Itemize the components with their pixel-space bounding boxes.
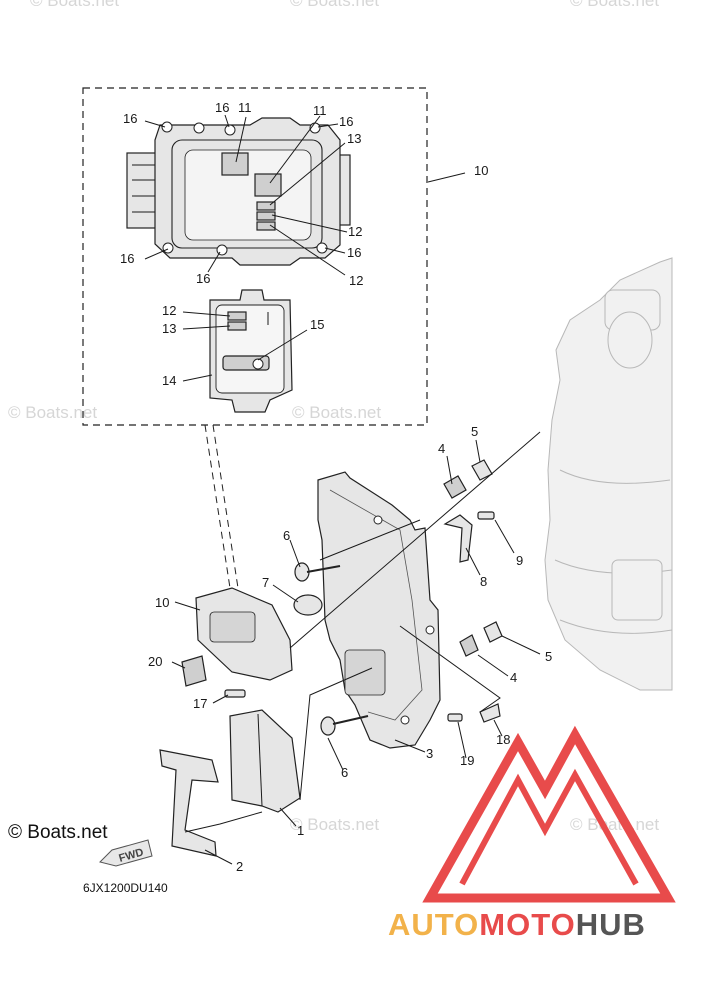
callout-11b: 11 — [313, 103, 327, 118]
callout-13a: 13 — [347, 131, 361, 146]
callout-16e: 16 — [120, 251, 134, 266]
callout-16a: 16 — [123, 111, 137, 126]
callout-14: 14 — [162, 373, 176, 388]
callout-2: 2 — [236, 859, 243, 874]
brand-text: AUTOMOTOHUB — [388, 907, 646, 942]
callout-7: 7 — [262, 575, 269, 590]
callout-5b: 5 — [545, 649, 552, 664]
callout-4a: 4 — [438, 441, 445, 456]
callout-17: 17 — [193, 696, 207, 711]
copyright-text: © Boats.net — [8, 822, 108, 843]
detail-leader-1 — [204, 424, 231, 589]
electrical-bracket — [317, 471, 441, 749]
callouts: 16 16 11 11 16 13 10 12 16 16 16 12 12 1… — [120, 100, 552, 874]
main-leaders — [171, 431, 541, 865]
automotohub-logo: AUTOMOTOHUB — [388, 725, 676, 942]
callout-8: 8 — [480, 574, 487, 589]
callout-18: 18 — [496, 732, 510, 747]
detail-leaders — [144, 114, 466, 382]
brand-part-auto: AUTO — [388, 907, 479, 942]
watermark-lower-right: © Boats.net — [570, 815, 659, 834]
callout-11a: 11 — [238, 100, 252, 115]
callout-13b: 13 — [162, 321, 176, 336]
callout-10b: 10 — [155, 595, 169, 610]
callout-20: 20 — [148, 654, 162, 669]
callout-6b: 6 — [341, 765, 348, 780]
callout-16d: 16 — [347, 245, 361, 260]
ecu-top-view — [126, 117, 351, 266]
callout-12b: 12 — [349, 273, 363, 288]
callout-5a: 5 — [471, 424, 478, 439]
brand-part-hub: HUB — [576, 907, 646, 942]
detail-box — [82, 87, 428, 426]
watermark-top-mid: © Boats.net — [290, 0, 379, 10]
callout-16f: 16 — [196, 271, 210, 286]
callout-3: 3 — [426, 746, 433, 761]
watermark-left: © Boats.net — [8, 403, 97, 422]
callout-16c: 16 — [339, 114, 353, 129]
watermark-mid: © Boats.net — [292, 403, 381, 422]
ecu-connector-view — [209, 289, 293, 413]
watermark-top-right: © Boats.net — [570, 0, 659, 10]
callout-12a: 12 — [348, 224, 362, 239]
callout-19: 19 — [460, 753, 474, 768]
callout-9: 9 — [516, 553, 523, 568]
callout-1: 1 — [297, 823, 304, 838]
brand-part-moto: MOTO — [479, 907, 575, 942]
watermark-lower-mid: © Boats.net — [290, 815, 379, 834]
diagram-code: 6JX1200DU140 — [83, 881, 168, 895]
callout-12c: 12 — [162, 303, 176, 318]
callout-15: 15 — [310, 317, 324, 332]
small-parts — [159, 459, 503, 857]
fwd-arrow: FWD — [99, 839, 153, 867]
callout-16b: 16 — [215, 100, 229, 115]
watermark-top-left: © Boats.net — [30, 0, 119, 10]
callout-10a: 10 — [474, 163, 488, 178]
callout-6a: 6 — [283, 528, 290, 543]
engine-block-outline — [544, 257, 673, 691]
callout-4b: 4 — [510, 670, 517, 685]
detail-leader-2 — [212, 424, 239, 589]
